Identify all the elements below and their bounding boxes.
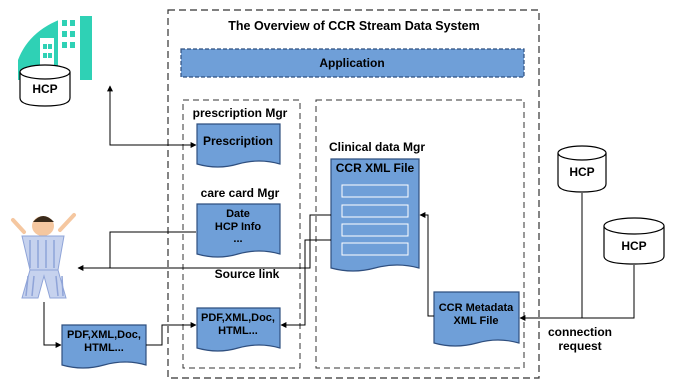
pdf-doc-inner-line2: HTML...	[218, 325, 258, 337]
care-card-mgr-label: care card Mgr	[201, 186, 280, 200]
hcp-label-right-top: HCP	[569, 165, 594, 179]
connector-patient-to-pdf	[43, 302, 62, 348]
source-link-label: Source link	[215, 267, 280, 281]
pdf-doc-outer-line2: HTML...	[84, 342, 124, 354]
hcp-label-right-bottom: HCP	[621, 239, 646, 253]
hcp-label-top-left: HCP	[32, 82, 57, 96]
connector-clinical-to-pdf-inner	[280, 239, 331, 328]
system-boundary	[167, 9, 540, 379]
care-card-line-date: Date	[226, 208, 250, 220]
ccr-xml-field-4	[341, 242, 409, 256]
application-label: Application	[319, 56, 384, 70]
hcp-database-right-bottom[interactable]	[603, 217, 665, 265]
ccr-xml-doc-title: CCR XML File	[336, 161, 415, 175]
hcp-database-top-left[interactable]	[19, 64, 71, 107]
ccr-xml-field-2	[341, 204, 409, 218]
connector-metadata-to-ccrxml	[419, 212, 434, 317]
ccr-metadata-line1: CCR Metadata	[439, 302, 514, 314]
ccr-metadata-line2: XML File	[453, 315, 498, 327]
connectors	[43, 85, 635, 348]
clinical-boundary	[315, 99, 525, 369]
hcp-database-right-top[interactable]	[557, 145, 607, 193]
connector-hcp-to-prescription	[107, 85, 197, 148]
connector-hcp-right-bottom-to-metadata	[519, 265, 635, 321]
application-bar[interactable]	[180, 48, 525, 78]
pdf-doc-inner-line1: PDF,XML,Doc,	[201, 312, 275, 324]
prescription-doc-label: Prescription	[203, 134, 273, 148]
ccr-xml-field-1	[341, 184, 409, 198]
care-card-doc[interactable]	[196, 203, 281, 258]
patient-figure	[11, 213, 76, 299]
connection-request-line1: connection	[548, 325, 612, 339]
connector-carecard-to-patient	[109, 231, 196, 268]
ccr-xml-field-3	[341, 223, 409, 237]
connection-request-line2: request	[558, 339, 601, 353]
connector-source-link	[77, 214, 331, 271]
care-card-line-hcp-info: HCP Info	[215, 221, 262, 233]
ccr-metadata-doc[interactable]	[433, 291, 520, 347]
left-mgr-boundary	[182, 99, 301, 369]
pdf-doc-inner[interactable]	[196, 307, 281, 352]
clinical-data-mgr-label: Clinical data Mgr	[329, 140, 425, 154]
pdf-doc-outer[interactable]	[61, 324, 147, 369]
pdf-doc-outer-line1: PDF,XML,Doc,	[67, 329, 141, 341]
care-card-line-ellipsis: ...	[233, 233, 242, 245]
prescription-mgr-label: prescription Mgr	[193, 106, 288, 120]
connector-pdf-outer-to-inner	[146, 322, 197, 346]
diagram-title: The Overview of CCR Stream Data System	[228, 19, 479, 33]
prescription-doc[interactable]	[196, 123, 281, 168]
